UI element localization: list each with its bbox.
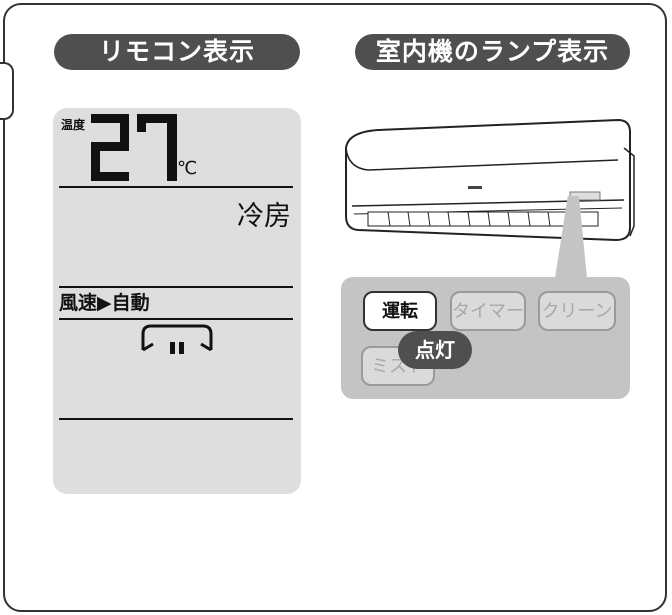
temperature-unit: ℃ [177,158,198,179]
lcd-divider-1 [59,186,293,188]
temperature-digits [91,114,177,181]
frame-tab [0,62,14,120]
lcd-divider-3 [59,318,293,320]
lamp-timer: タイマー [450,291,526,331]
lcd-divider-4 [59,418,293,420]
lamp-unten: 運転 [363,291,437,331]
mode-text: 冷房 [237,201,291,232]
temperature-label: 温度 [61,118,86,132]
lamp-clean: クリーン [538,291,616,331]
lit-callout: 点灯 [398,331,472,369]
remote-lcd: 温度 ℃ 冷房 風速▶自動 [53,108,301,494]
indoor-unit-illustration [345,118,635,242]
fan-level-icon [141,324,213,354]
remote-display-title: リモコン表示 [54,34,300,70]
lcd-divider-2 [59,286,293,288]
lamp-panel: 運転 タイマー クリーン ミスト [341,277,630,399]
fan-speed-label: 風速▶自動 [59,292,150,314]
indoor-lamp-title: 室内機のランプ表示 [355,34,630,70]
